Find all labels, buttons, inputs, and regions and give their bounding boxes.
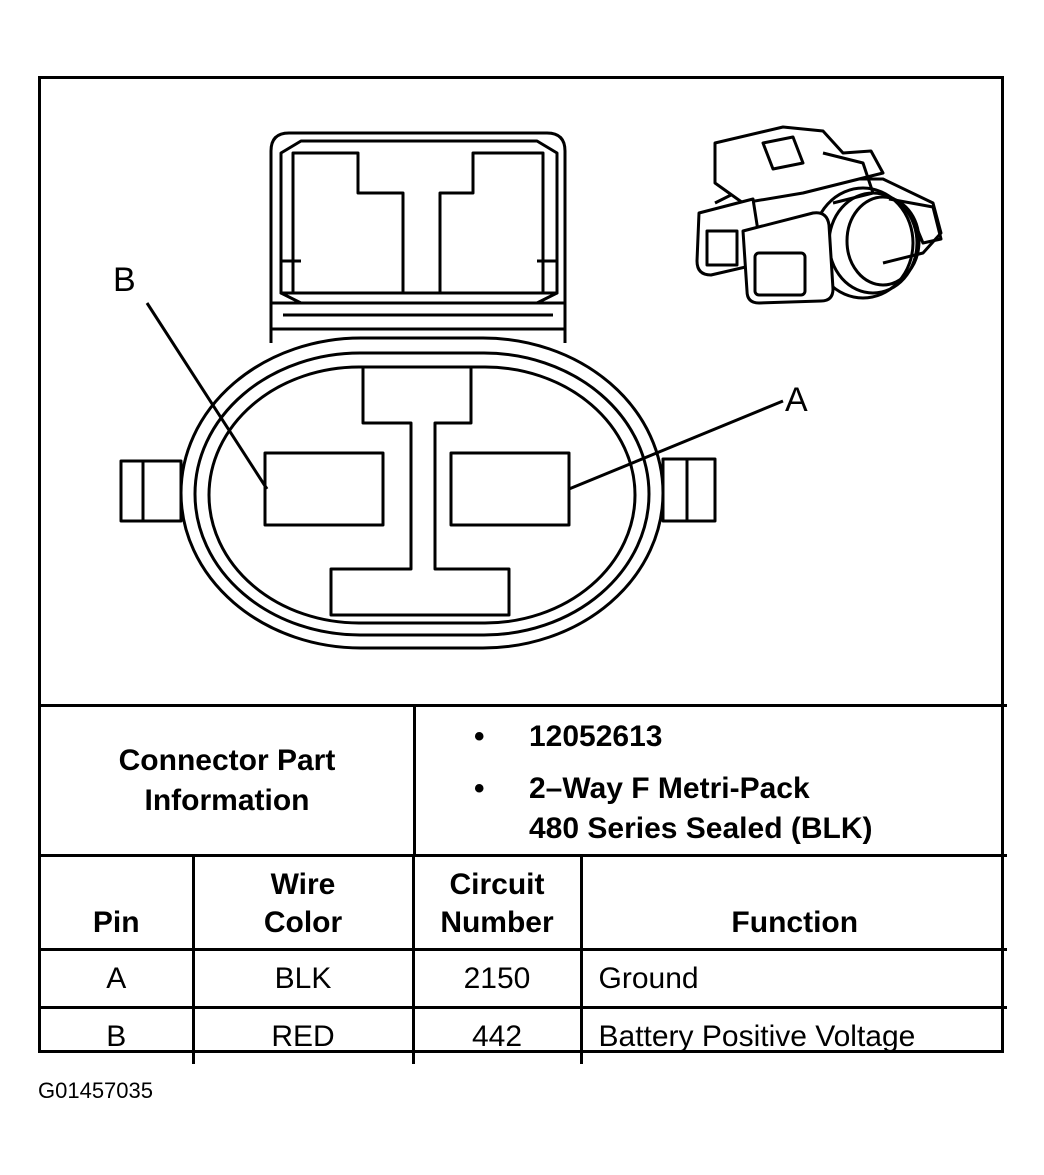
connector-shell-inner — [193, 351, 651, 637]
circuit-cell: 2150 — [411, 948, 583, 1009]
header-circuit-number: Circuit Number — [411, 854, 583, 951]
bullet-icon: • — [474, 720, 485, 753]
latch-left-block — [291, 151, 405, 295]
wire-color-cell: RED — [191, 1006, 415, 1064]
pin-table: Pin Wire Color Circuit Number Function A… — [41, 854, 1007, 1064]
leader-line-b — [145, 302, 269, 490]
table-row: B RED 442 Battery Positive Voltage — [41, 1006, 1007, 1064]
table-header-row: Pin Wire Color Circuit Number Function — [41, 854, 1007, 951]
terminal-cavity-a — [449, 451, 571, 527]
connector-part-info-label: Connector Part Information — [41, 707, 416, 854]
connector-part-info-list: • 12052613 • 2–Way F Metri-Pack 480 Seri… — [416, 707, 1004, 854]
connector-face-illustration — [119, 125, 943, 650]
table-row: A BLK 2150 Ground — [41, 948, 1007, 1009]
wire-color-cell: BLK — [191, 948, 415, 1009]
part-number: 12052613 — [529, 720, 663, 753]
pin-a-label: A — [785, 381, 808, 419]
center-key — [329, 365, 511, 617]
connector-part-info-row: Connector Part Information • 12052613 • … — [41, 704, 1007, 857]
connector-type: 2–Way F Metri-Pack 480 Series Sealed (BL… — [529, 772, 873, 845]
pin-cell: B — [41, 1006, 195, 1064]
latch-inner — [279, 139, 559, 295]
latch-housing — [269, 131, 567, 343]
header-function: Function — [579, 854, 1007, 951]
terminal-cavity-b — [263, 451, 385, 527]
connector-3d-icon — [695, 125, 943, 305]
bullet-icon: • — [474, 772, 485, 805]
pin-b-label: B — [113, 261, 136, 299]
circuit-cell: 442 — [411, 1006, 583, 1064]
left-tab — [119, 459, 183, 523]
latch-right-block — [438, 151, 545, 295]
header-wire-color: Wire Color — [191, 854, 415, 951]
header-pin: Pin — [41, 854, 195, 951]
pin-cell: A — [41, 948, 195, 1009]
connector-diagram: B A — [41, 79, 1007, 706]
right-tab — [661, 457, 717, 523]
leader-line-a — [568, 399, 784, 491]
function-cell: Ground — [579, 948, 1007, 1009]
function-cell: Battery Positive Voltage — [579, 1006, 1007, 1064]
figure-id: G01457035 — [38, 1078, 153, 1103]
connector-frame: B A Connector Part Information • 1205261… — [38, 76, 1007, 1064]
